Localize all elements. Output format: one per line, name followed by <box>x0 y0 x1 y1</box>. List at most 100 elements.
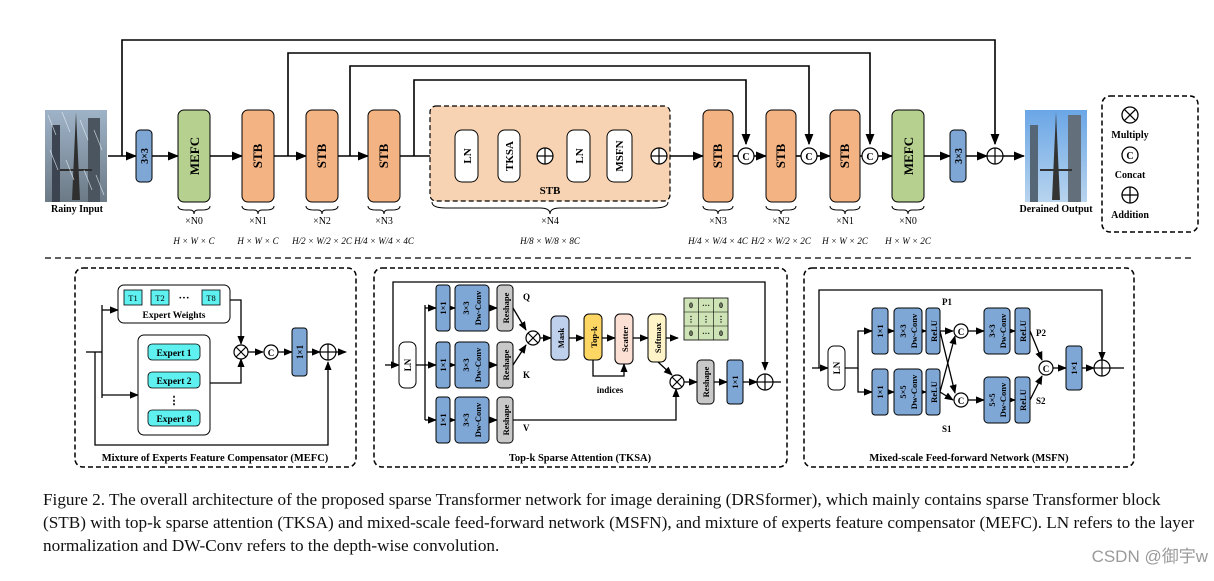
tksa-v-conv-1x1 <box>435 396 451 444</box>
msfn-s2-relu <box>1014 376 1031 424</box>
dim-stb-1: H × W × C <box>236 236 279 246</box>
legend-concat: Concat <box>1115 170 1146 181</box>
msfn-output-conv-1x1-label: 1×1 <box>1069 361 1079 374</box>
ln-block-1-label: LN <box>462 148 474 163</box>
concat-icon <box>737 147 879 165</box>
mefc-conv-1x1 <box>291 327 308 377</box>
msfn-concat-label-2: C <box>958 396 965 406</box>
stb-blocks: STB STB STB STB STB STB <box>241 109 861 203</box>
tksa-v-dwconv-size: 3×3 <box>461 413 471 426</box>
dim-stb-6: H/2 × W/2 × 2C <box>750 236 812 246</box>
msfn-s1-label: S1 <box>942 424 952 434</box>
matrix-cell: 0 <box>689 301 693 310</box>
stb-block-2-label: STB <box>314 143 329 168</box>
repeat-stb-2: ×N2 <box>313 216 331 227</box>
msfn-p2-dwconv-label: Dw-Conv <box>998 313 1008 348</box>
figure-caption: Figure 2. The overall architecture of th… <box>43 490 1195 555</box>
concat-icon <box>953 323 1054 408</box>
matrix-cell: ⋮ <box>717 315 725 324</box>
mefc-block-encoder <box>177 109 211 203</box>
conv-3x3-input <box>135 129 153 183</box>
multiply-icon <box>233 344 249 360</box>
tksa-k-dwconv-size: 3×3 <box>461 358 471 371</box>
msfn-concat-label-3: C <box>1043 364 1050 374</box>
msfn-ln <box>827 345 846 391</box>
tksa-q-dwconv-size: 3×3 <box>461 301 471 314</box>
msfn-s2-relu-label: ReLU <box>1018 389 1028 411</box>
matrix-cell: ⋮ <box>702 315 710 324</box>
indices-label: indices <box>597 385 624 395</box>
matrix-cell: ··· <box>702 301 710 310</box>
tksa-q-dwconv-label: Dw-Conv <box>473 290 483 325</box>
tksa-output-conv-1x1 <box>726 359 744 405</box>
conv-3x3-output <box>949 129 967 183</box>
ln-block-1 <box>454 129 479 183</box>
addition-icon <box>1093 359 1111 377</box>
tksa-connectors <box>385 281 781 424</box>
msfn-bottom-conv-1x1-label: 1×1 <box>875 385 885 398</box>
msfn-top-relu-label: ReLU <box>929 320 939 342</box>
repeat-stb-1: ×N1 <box>249 216 267 227</box>
dim-stb-4: H/8 × W/8 × 8C <box>519 236 581 246</box>
expert-ellipsis: ⋮ <box>169 395 180 407</box>
concat-icon <box>1121 146 1139 164</box>
tksa-conv-rows: 1×1 3×3 Dw-Conv Reshape 1×1 3×3 Dw-Conv … <box>435 284 514 444</box>
concat-icon <box>263 344 279 360</box>
weight-t2 <box>150 289 170 306</box>
stb-block-6-label: STB <box>773 143 788 168</box>
weight-t1-label: T1 <box>128 293 137 303</box>
msfn-s2-dwconv <box>983 376 1011 424</box>
concat-label-2: C <box>805 152 812 163</box>
scatter-block <box>614 313 634 365</box>
addition-icon <box>319 343 337 361</box>
ln-block-2-label: LN <box>574 148 586 163</box>
tksa-k-label: K <box>523 370 530 380</box>
tksa-k-reshape-label: Reshape <box>501 349 511 380</box>
expert-8 <box>147 409 201 427</box>
mefc-block-decoder <box>891 109 925 203</box>
legend-concat-symbol: C <box>1126 151 1133 162</box>
mefc-conv-1x1-label: 1×1 <box>295 344 305 359</box>
tksa-k-conv-1x1 <box>435 341 451 389</box>
msfn-top-dwconv-label: Dw-Conv <box>909 313 919 348</box>
msfn-top-relu <box>925 307 941 355</box>
matrix-cell: 0 <box>719 329 723 338</box>
msfn-bottom-relu-label: ReLU <box>929 381 939 403</box>
msfn-top-conv-1x1-label: 1×1 <box>875 324 885 337</box>
msfn-p1-label: P1 <box>942 297 952 307</box>
tksa-v-reshape-label: Reshape <box>501 404 511 435</box>
ln-block-2 <box>566 129 591 183</box>
stb-block-3 <box>367 109 401 203</box>
msfn-top-dwconv <box>893 307 923 355</box>
skip-connections <box>121 39 1000 156</box>
tksa-output-conv-1x1-label: 1×1 <box>730 375 740 388</box>
stb-block-2 <box>305 109 339 203</box>
mefc-connectors <box>86 299 347 446</box>
stb-block-1-label: STB <box>250 143 265 168</box>
tksa-panel-title: Top-k Sparse Attention (TKSA) <box>509 453 652 464</box>
tksa-v-reshape <box>496 396 514 444</box>
matrix-cell: 0 <box>719 301 723 310</box>
tksa-block <box>497 129 521 183</box>
rainy-input-image <box>45 110 107 202</box>
tksa-q-reshape-label: Reshape <box>501 292 511 323</box>
tksa-output-reshape <box>696 359 715 405</box>
msfn-blocks: 1×1 3×3 Dw-Conv ReLU 1×1 5×5 Dw-Conv ReL… <box>871 307 1083 424</box>
concat-label-1: C <box>742 152 749 163</box>
multiply-icon <box>525 330 541 346</box>
multiply-icon <box>669 374 685 390</box>
topk-block <box>583 313 603 361</box>
scatter-label: Scatter <box>620 326 630 352</box>
msfn-s2-dwconv-size: 5×5 <box>987 393 997 406</box>
tksa-q-label: Q <box>523 292 530 302</box>
expert-1 <box>147 343 201 361</box>
weight-t1 <box>123 289 143 306</box>
dim-mefc-encoder: H × W × C <box>172 236 215 246</box>
weight-t8 <box>201 289 221 306</box>
msfn-block <box>606 129 633 183</box>
tksa-k-dwconv-label: Dw-Conv <box>473 347 483 382</box>
expert-2 <box>147 371 201 389</box>
msfn-connectors <box>812 289 1124 404</box>
msfn-p2-relu <box>1014 307 1031 355</box>
derained-output-image <box>1025 110 1087 202</box>
